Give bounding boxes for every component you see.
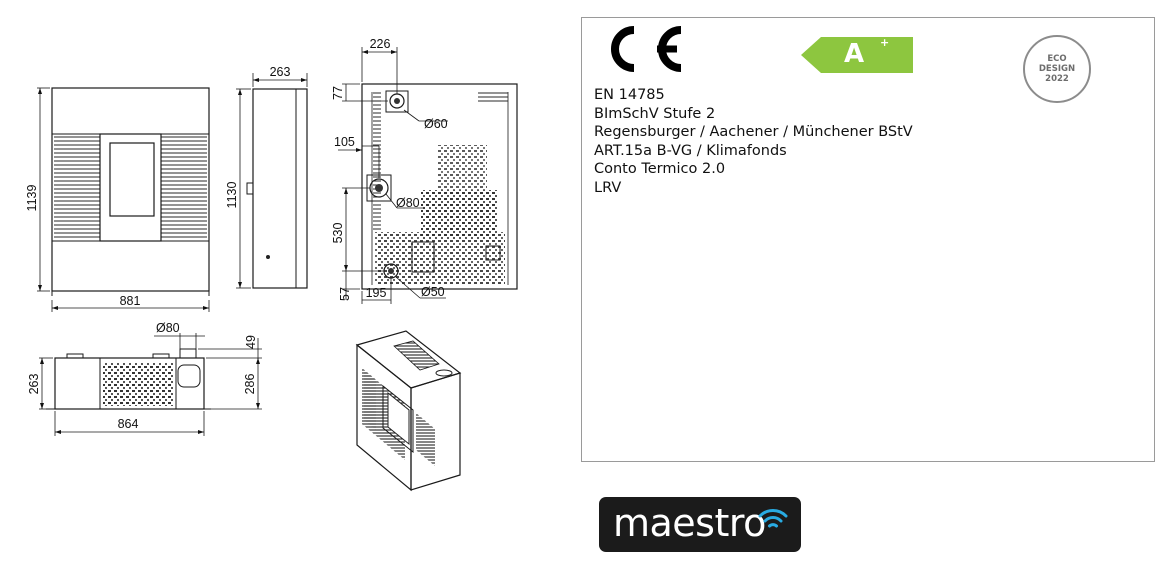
eco-design-line2: DESIGN: [1038, 64, 1076, 74]
flue-diameter-label: Ø80: [396, 196, 420, 210]
front-width-label: 881: [120, 294, 141, 308]
back-side-offset-label: 105: [334, 135, 355, 149]
maestro-logo-text: maestro: [613, 501, 766, 545]
eco-design-badge: ECO DESIGN 2022: [1023, 35, 1091, 103]
eco-design-line1: ECO: [1047, 54, 1067, 64]
top-depth-right-label: 286: [243, 374, 257, 395]
front-view: 1139 881: [25, 87, 210, 312]
top-width-label: 864: [118, 417, 139, 431]
front-height-label: 1139: [25, 185, 39, 212]
side-depth-label: 263: [270, 65, 291, 79]
energy-class-arrow-icon: [801, 37, 913, 73]
energy-class-suffix: +: [880, 36, 890, 49]
top-view: Ø80 49 263 286 864: [27, 321, 262, 436]
stove-3d-view: [355, 330, 462, 492]
norm-item: ART.15a B-VG / Klimafonds: [594, 142, 787, 159]
top-flue-diameter-label: Ø80: [156, 321, 180, 335]
inlet-diameter-label: Ø50: [421, 285, 445, 299]
norm-item: BImSchV Stufe 2: [594, 105, 716, 122]
side-view: 263 1130: [225, 65, 308, 289]
technical-drawing: 1139 881 263 1130: [25, 37, 518, 492]
energy-class-label: A: [844, 39, 865, 69]
top-flue-offset-label: 49: [244, 335, 258, 349]
maestro-logo: maestro: [599, 497, 801, 552]
top-depth-left-label: 263: [27, 374, 41, 395]
norms-list: EN 14785 BImSchV Stufe 2 Regensburger / …: [594, 86, 913, 197]
certification-panel: A + ECO DESIGN 2022 EN 14785 BImSchV Stu…: [581, 17, 1155, 462]
back-lower-height-label: 530: [331, 223, 345, 244]
eco-design-line3: 2022: [1045, 74, 1069, 84]
norm-item: Conto Termico 2.0: [594, 161, 726, 177]
back-inlet-offset-label: 195: [366, 286, 387, 300]
back-bottom-offset-label: 57: [338, 287, 352, 301]
side-height-label: 1130: [225, 182, 239, 209]
wifi-icon: [758, 509, 788, 528]
norm-item: LRV: [594, 179, 622, 196]
back-top-offset-label: 77: [331, 86, 345, 100]
outlet-diameter-label: Ø60: [424, 117, 448, 131]
ce-mark-icon: [611, 26, 682, 72]
norm-item: EN 14785: [594, 87, 665, 103]
back-outlet-offset-label: 226: [370, 37, 391, 51]
back-view: Ø60 Ø80 Ø50 226 77 105: [331, 37, 518, 304]
norm-item: Regensburger / Aachener / Münchener BStV: [594, 124, 913, 140]
